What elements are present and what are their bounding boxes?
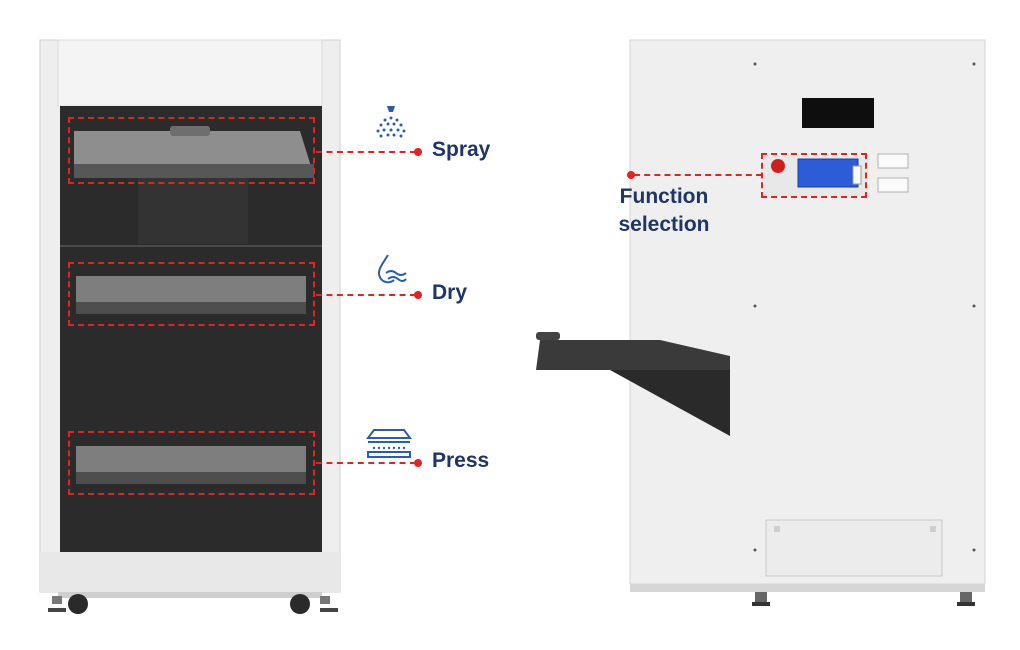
- press-icon: [366, 426, 412, 465]
- function-dot: [627, 171, 635, 179]
- function-connector: [634, 174, 762, 176]
- press-label: Press: [432, 449, 490, 472]
- dry-dot: [414, 291, 422, 299]
- dry-icon: [374, 252, 408, 291]
- press-dot: [414, 459, 422, 467]
- spray-icon: [372, 104, 410, 147]
- function-selection-label: Function selection: [606, 183, 722, 239]
- dry-highlight-box: [68, 262, 315, 326]
- dry-label: Dry: [432, 281, 468, 304]
- function-label-line1: Function: [619, 185, 709, 208]
- press-connector: [316, 462, 416, 464]
- function-selection-highlight-box: [761, 153, 867, 198]
- press-highlight-box: [68, 431, 315, 495]
- function-label-line2: selection: [618, 213, 710, 236]
- dry-connector: [316, 294, 416, 296]
- spray-connector: [316, 151, 416, 153]
- spray-label: Spray: [432, 138, 491, 161]
- spray-highlight-box: [68, 117, 315, 184]
- spray-dot: [414, 148, 422, 156]
